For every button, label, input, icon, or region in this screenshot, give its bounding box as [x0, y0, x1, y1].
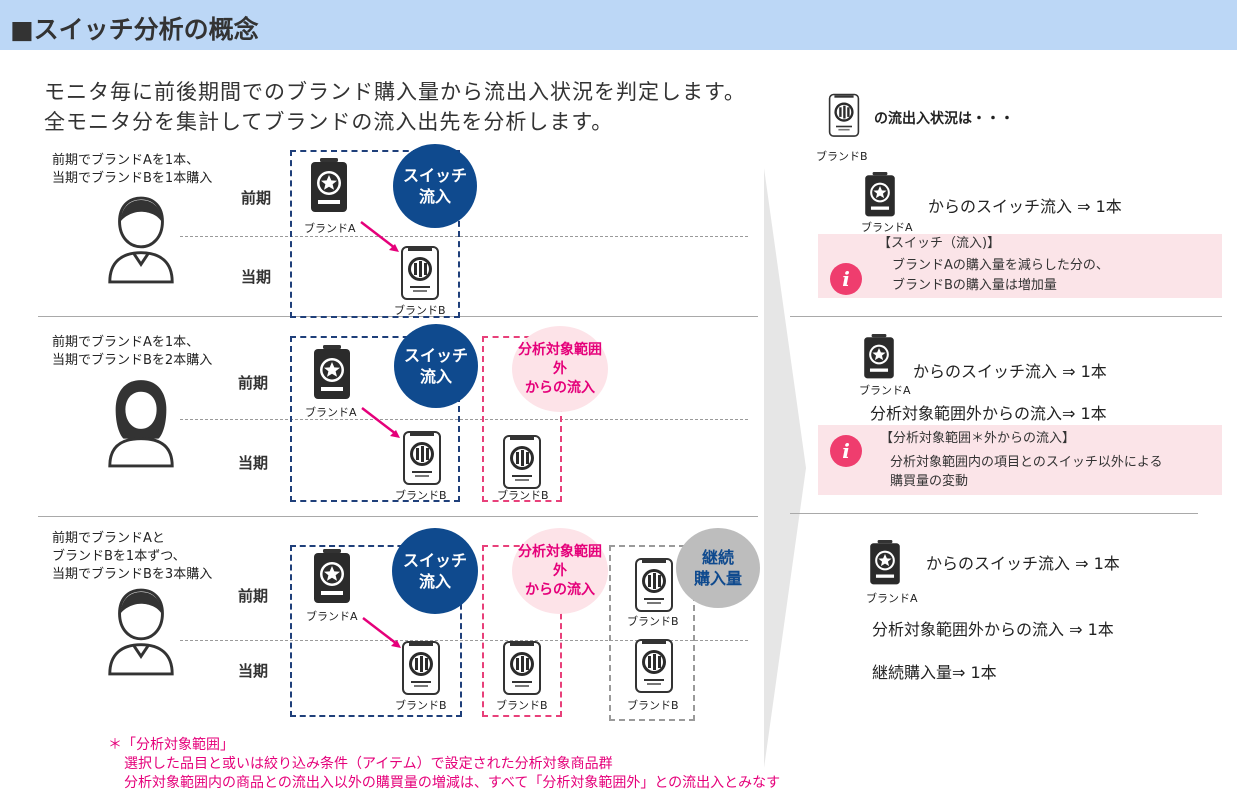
header-brand-b-label: ブランドB: [816, 150, 868, 163]
label-before-2: 前期: [238, 374, 269, 392]
brand-a-label: ブランドA: [861, 221, 913, 234]
intro-line-1: モニタ毎に前後期間でのブランド購入量から流出入状況を判定します。: [44, 80, 746, 104]
brand-a-can-icon: [309, 158, 349, 214]
brand-a-label: ブランドA: [859, 384, 911, 397]
right-divider-2: [790, 513, 1198, 514]
footnote-line-1: 選択した品目と或いは絞り込み条件（アイテム）で設定された分析対象商品群: [124, 756, 613, 772]
brand-a-label: ブランドA: [866, 592, 918, 605]
outside-in-result-3: 分析対象範囲外からの流入 ⇒ 1本: [872, 620, 1114, 639]
switch-in-bubble-1: スイッチ流入: [393, 144, 477, 228]
note2-line-1: 【分析対象範囲＊外からの流入】: [880, 431, 1076, 446]
right-divider-1: [790, 316, 1222, 317]
brand-b-can-icon: [502, 639, 542, 695]
section-divider-2: [38, 516, 758, 517]
brand-b-label: ブランドB: [497, 489, 549, 502]
outside-in-bubble-3: 分析対象範囲外からの流入: [512, 528, 608, 614]
label-current-3: 当期: [238, 662, 269, 680]
brand-b-can-icon: [400, 244, 440, 300]
brand-b-can-icon: [502, 433, 542, 489]
switch-in-result-1: からのスイッチ流入 ⇒ 1本: [928, 197, 1122, 216]
brand-b-can-icon: [402, 429, 442, 485]
brand-a-label: ブランドA: [304, 222, 356, 235]
period-divider-1: [180, 236, 748, 237]
title-bar: [0, 0, 1237, 50]
page-title: ■スイッチ分析の概念: [10, 15, 259, 44]
switch-in-box-1: [290, 150, 460, 318]
footnote-title: ＊「分析対象範囲」: [108, 737, 234, 753]
label-current-1: 当期: [241, 268, 272, 286]
right-header-text: の流出入状況は・・・: [874, 111, 1014, 127]
brand-a-label: ブランドA: [305, 406, 357, 419]
label-current-2: 当期: [238, 454, 269, 472]
outside-note-box: i 【分析対象範囲＊外からの流入】 分析対象範囲内の項目とのスイッチ以外による …: [818, 425, 1222, 495]
note1-line-1: 【スイッチ（流入)】: [878, 236, 1001, 251]
case3-description: 前期でブランドAと ブランドBを1本ずつ、 当期でブランドBを3本購入: [52, 531, 213, 582]
switch-in-bubble-2: スイッチ流入: [394, 324, 478, 408]
switch-in-result-3: からのスイッチ流入 ⇒ 1本: [926, 554, 1120, 573]
right-arrow-chevron: [764, 168, 806, 768]
switch-arrow-icon: [360, 221, 399, 252]
woman-avatar-icon: [102, 376, 180, 470]
brand-b-can-icon: [401, 639, 441, 695]
period-divider-3: [180, 640, 748, 641]
brand-a-can-icon: [863, 172, 897, 218]
case1-description: 前期でブランドAを1本、 当期でブランドBを1本購入: [52, 153, 213, 186]
note2-line-2: 分析対象範囲内の項目とのスイッチ以外による: [890, 455, 1163, 470]
continued-bubble-3: 継続購入量: [676, 528, 760, 608]
case2-description: 前期でブランドAを1本、 当期でブランドBを2本購入: [52, 335, 213, 368]
outside-in-result-2: 分析対象範囲外からの流入⇒ 1本: [870, 404, 1107, 423]
switch-arrow-icon: [362, 617, 401, 648]
continued-result-3: 継続購入量⇒ 1本: [872, 663, 997, 682]
switch-in-result-2: からのスイッチ流入 ⇒ 1本: [913, 362, 1107, 381]
switch-arrow-icon: [361, 407, 400, 438]
note2-line-3: 購買量の変動: [890, 474, 969, 489]
note1-line-3: ブランドBの購入量は増加量: [892, 278, 1057, 293]
brand-a-label: ブランドA: [306, 610, 358, 623]
brand-a-can-icon: [868, 540, 902, 586]
man-avatar-icon: [102, 192, 180, 286]
label-before-1: 前期: [241, 189, 272, 207]
brand-b-label: ブランドB: [395, 699, 447, 712]
brand-b-can-icon: [634, 637, 674, 693]
brand-a-can-icon: [312, 549, 352, 605]
switch-in-bubble-3: スイッチ流入: [392, 528, 478, 614]
footnote-line-2: 分析対象範囲内の商品との流出入以外の購買量の増減は、すべて「分析対象範囲外」との…: [124, 775, 781, 791]
outside-in-bubble-2: 分析対象範囲外からの流入: [512, 326, 608, 412]
continued-box-3: [609, 545, 695, 721]
brand-b-can-icon: [828, 92, 860, 137]
info-icon: i: [830, 435, 862, 467]
outside-in-box-2: [482, 336, 562, 502]
switch-note-box: i 【スイッチ（流入)】 ブランドAの購入量を減らした分の、 ブランドBの購入量…: [818, 234, 1222, 298]
brand-b-label: ブランドB: [627, 699, 679, 712]
switch-in-box-2: [290, 336, 460, 502]
brand-b-label: ブランドB: [496, 699, 548, 712]
label-before-3: 前期: [238, 587, 269, 605]
intro-line-2: 全モニタ分を集計してブランドの流入出先を分析します。: [44, 110, 614, 134]
note1-line-2: ブランドAの購入量を減らした分の、: [892, 258, 1109, 273]
brand-a-can-icon: [862, 334, 896, 380]
brand-b-label: ブランドB: [395, 489, 447, 502]
brand-b-label: ブランドB: [627, 615, 679, 628]
brand-b-label: ブランドB: [394, 304, 446, 317]
info-icon: i: [830, 263, 862, 295]
brand-b-can-icon: [634, 556, 674, 612]
man-avatar-icon: [102, 584, 180, 678]
brand-a-can-icon: [312, 345, 352, 401]
period-divider-2: [180, 419, 748, 420]
switch-in-box-3: [290, 545, 462, 717]
